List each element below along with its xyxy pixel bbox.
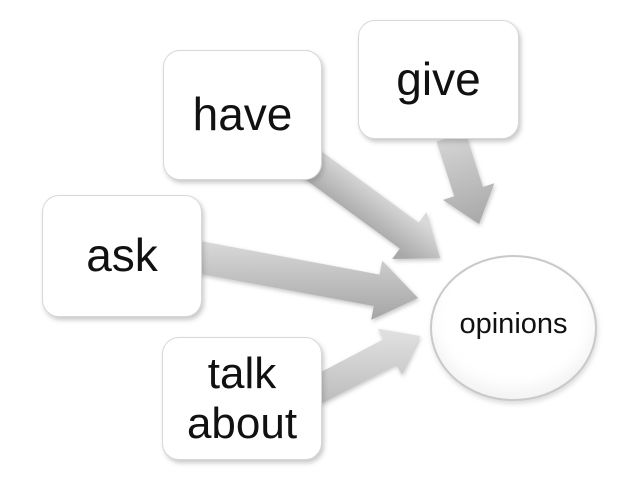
node-label-talk-about: talk about — [186, 349, 298, 448]
arrow-talk-to-opinions — [308, 328, 420, 404]
node-label-ask: ask — [86, 229, 158, 282]
arrow-have-to-opinions — [285, 139, 440, 259]
node-box-ask: ask — [42, 195, 202, 317]
node-box-have: have — [163, 50, 322, 180]
node-circle-opinions: opinions — [430, 255, 597, 401]
node-label-have: have — [192, 88, 293, 141]
arrow-ask-to-opinions — [190, 240, 418, 320]
arrow-give-to-opinions — [436, 132, 495, 224]
node-label-opinions: opinions — [459, 307, 568, 340]
node-label-give: give — [396, 52, 481, 105]
node-box-talk-about: talk about — [162, 337, 322, 460]
node-box-give: give — [358, 20, 519, 139]
